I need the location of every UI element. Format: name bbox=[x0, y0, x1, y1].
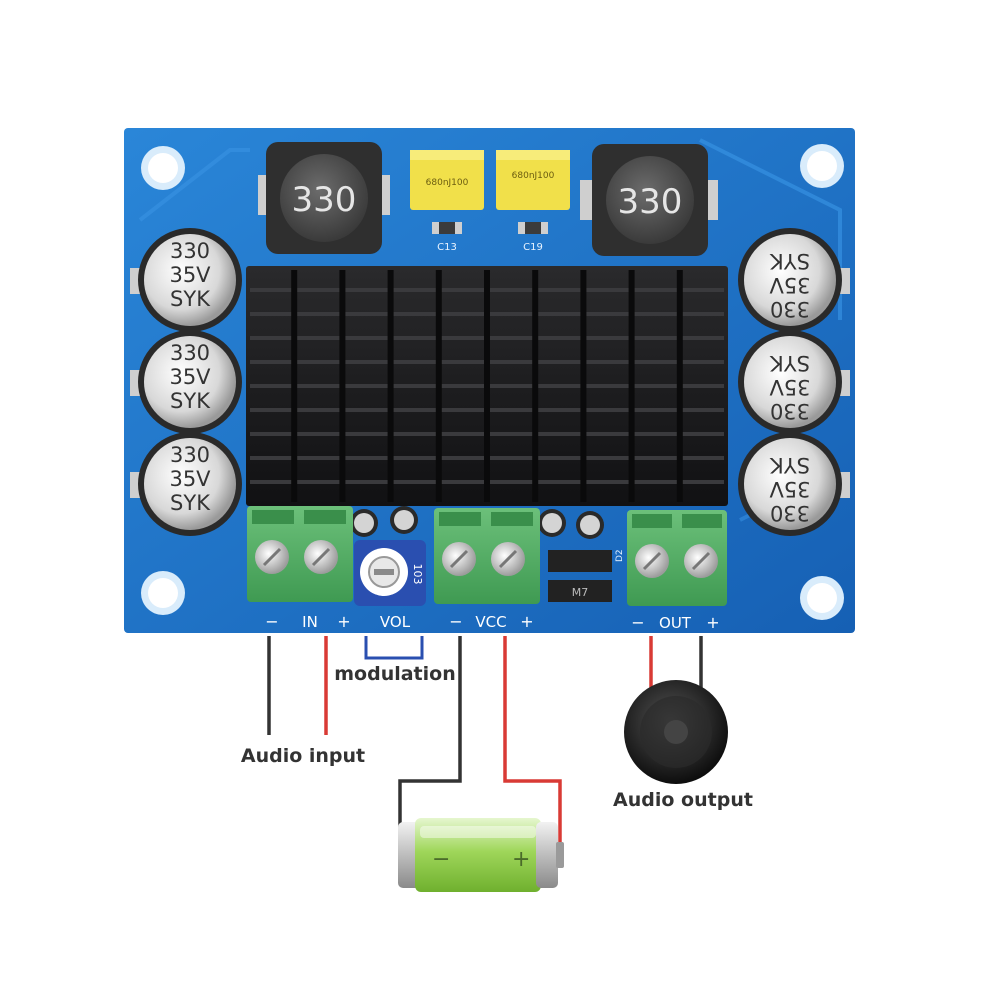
svg-text:330: 330 bbox=[170, 341, 210, 365]
svg-text:330: 330 bbox=[770, 501, 810, 525]
audio-output-label: Audio output bbox=[613, 789, 753, 811]
mounting-hole bbox=[141, 571, 185, 615]
battery-plus: + bbox=[512, 847, 530, 872]
battery: − + bbox=[398, 818, 564, 892]
film-cap-c13: 680nJ100 C13 bbox=[410, 150, 484, 253]
heatsink-fin-gap bbox=[580, 270, 587, 502]
mounting-hole bbox=[800, 576, 844, 620]
heatsink-fin-gap bbox=[435, 270, 442, 502]
svg-text:330: 330 bbox=[770, 297, 810, 321]
svg-text:SYK: SYK bbox=[769, 249, 810, 273]
electrolytic-cap: 330 35V SYK bbox=[738, 330, 850, 434]
out-minus-label: − bbox=[631, 613, 644, 632]
svg-text:35V: 35V bbox=[769, 477, 811, 501]
heatsink-fin-gap bbox=[532, 270, 539, 502]
small-cap bbox=[390, 506, 418, 534]
film-cap-c19: 680nJ100 C19 bbox=[496, 150, 570, 253]
heatsink-fin-gap bbox=[484, 270, 490, 502]
electrolytic-cap: 330 35V SYK bbox=[738, 432, 850, 536]
svg-text:35V: 35V bbox=[169, 263, 211, 287]
wire-vcc-negative bbox=[398, 636, 462, 855]
svg-text:35V: 35V bbox=[769, 273, 811, 297]
svg-text:330: 330 bbox=[170, 443, 210, 467]
inductor-left: 330 bbox=[258, 142, 390, 254]
electrolytic-caps-right: 330 35V SYK 330 35V SYK 330 35V SYK bbox=[738, 228, 850, 536]
film-cap-marking: 680nJ100 bbox=[426, 178, 469, 188]
svg-text:35V: 35V bbox=[169, 365, 211, 389]
audio-input-label: Audio input bbox=[241, 745, 365, 767]
svg-text:SYK: SYK bbox=[170, 491, 211, 515]
volume-potentiometer: 103 bbox=[354, 540, 426, 606]
heatsink-fin-gap bbox=[291, 270, 298, 502]
svg-text:SYK: SYK bbox=[769, 453, 810, 477]
inductor-marking: 330 bbox=[292, 180, 357, 220]
m7-label: M7 bbox=[572, 586, 589, 599]
svg-text:SYK: SYK bbox=[170, 389, 211, 413]
vcc-plus-label: + bbox=[520, 612, 533, 631]
out-label: OUT bbox=[659, 614, 692, 632]
small-components: D2 M7 bbox=[350, 506, 625, 602]
svg-text:35V: 35V bbox=[169, 467, 211, 491]
mounting-hole bbox=[141, 146, 185, 190]
small-cap bbox=[350, 509, 378, 537]
film-cap-ref: C19 bbox=[523, 242, 543, 253]
terminal-vcc bbox=[434, 508, 540, 604]
small-cap bbox=[576, 511, 604, 539]
vcc-label: VCC bbox=[475, 613, 506, 631]
vol-label: VOL bbox=[380, 613, 411, 631]
electrolytic-cap: 330 35V SYK bbox=[738, 228, 850, 332]
heatsink-fin-gap bbox=[339, 270, 346, 502]
vcc-minus-label: − bbox=[449, 612, 462, 631]
battery-minus: − bbox=[432, 847, 450, 872]
terminal-audio-input bbox=[247, 506, 353, 602]
in-plus-label: + bbox=[337, 612, 350, 631]
svg-text:SYK: SYK bbox=[170, 287, 211, 311]
svg-text:330: 330 bbox=[170, 239, 210, 263]
film-cap-ref: C13 bbox=[437, 242, 457, 253]
d2-label: D2 bbox=[615, 549, 625, 562]
out-plus-label: + bbox=[706, 613, 719, 632]
svg-text:330: 330 bbox=[770, 399, 810, 423]
electrolytic-caps-left: 330 35V SYK 330 35V SYK 330 35V SYK bbox=[130, 228, 242, 536]
pot-marking: 103 bbox=[411, 564, 424, 585]
electrolytic-cap: 330 35V SYK bbox=[130, 432, 242, 536]
speaker bbox=[624, 680, 728, 784]
electrolytic-cap: 330 35V SYK bbox=[130, 330, 242, 434]
inductor-right: 330 bbox=[580, 144, 718, 256]
film-cap-marking: 680nJ100 bbox=[512, 171, 555, 181]
small-cap bbox=[538, 509, 566, 537]
mounting-holes bbox=[141, 144, 844, 620]
heatsink-fin-gap bbox=[387, 270, 394, 502]
electrolytic-cap: 330 35V SYK bbox=[130, 228, 242, 332]
mounting-hole bbox=[800, 144, 844, 188]
diagram-labels: modulation Audio input Audio output bbox=[241, 663, 753, 811]
modulation-label: modulation bbox=[334, 663, 456, 685]
terminal-audio-output bbox=[627, 510, 727, 606]
inductor-marking: 330 bbox=[618, 182, 683, 222]
silkscreen-labels: − IN + VOL − VCC + − OUT + bbox=[265, 612, 719, 632]
in-label: IN bbox=[302, 613, 318, 631]
wire-vcc-positive bbox=[503, 636, 562, 855]
in-minus-label: − bbox=[265, 612, 278, 631]
svg-text:SYK: SYK bbox=[769, 351, 810, 375]
wire-modulation-bracket bbox=[364, 636, 424, 660]
svg-text:35V: 35V bbox=[769, 375, 811, 399]
heatsink-fin-gap bbox=[628, 270, 635, 502]
heatsink-fin-gap bbox=[676, 270, 683, 502]
heatsink bbox=[246, 266, 728, 506]
